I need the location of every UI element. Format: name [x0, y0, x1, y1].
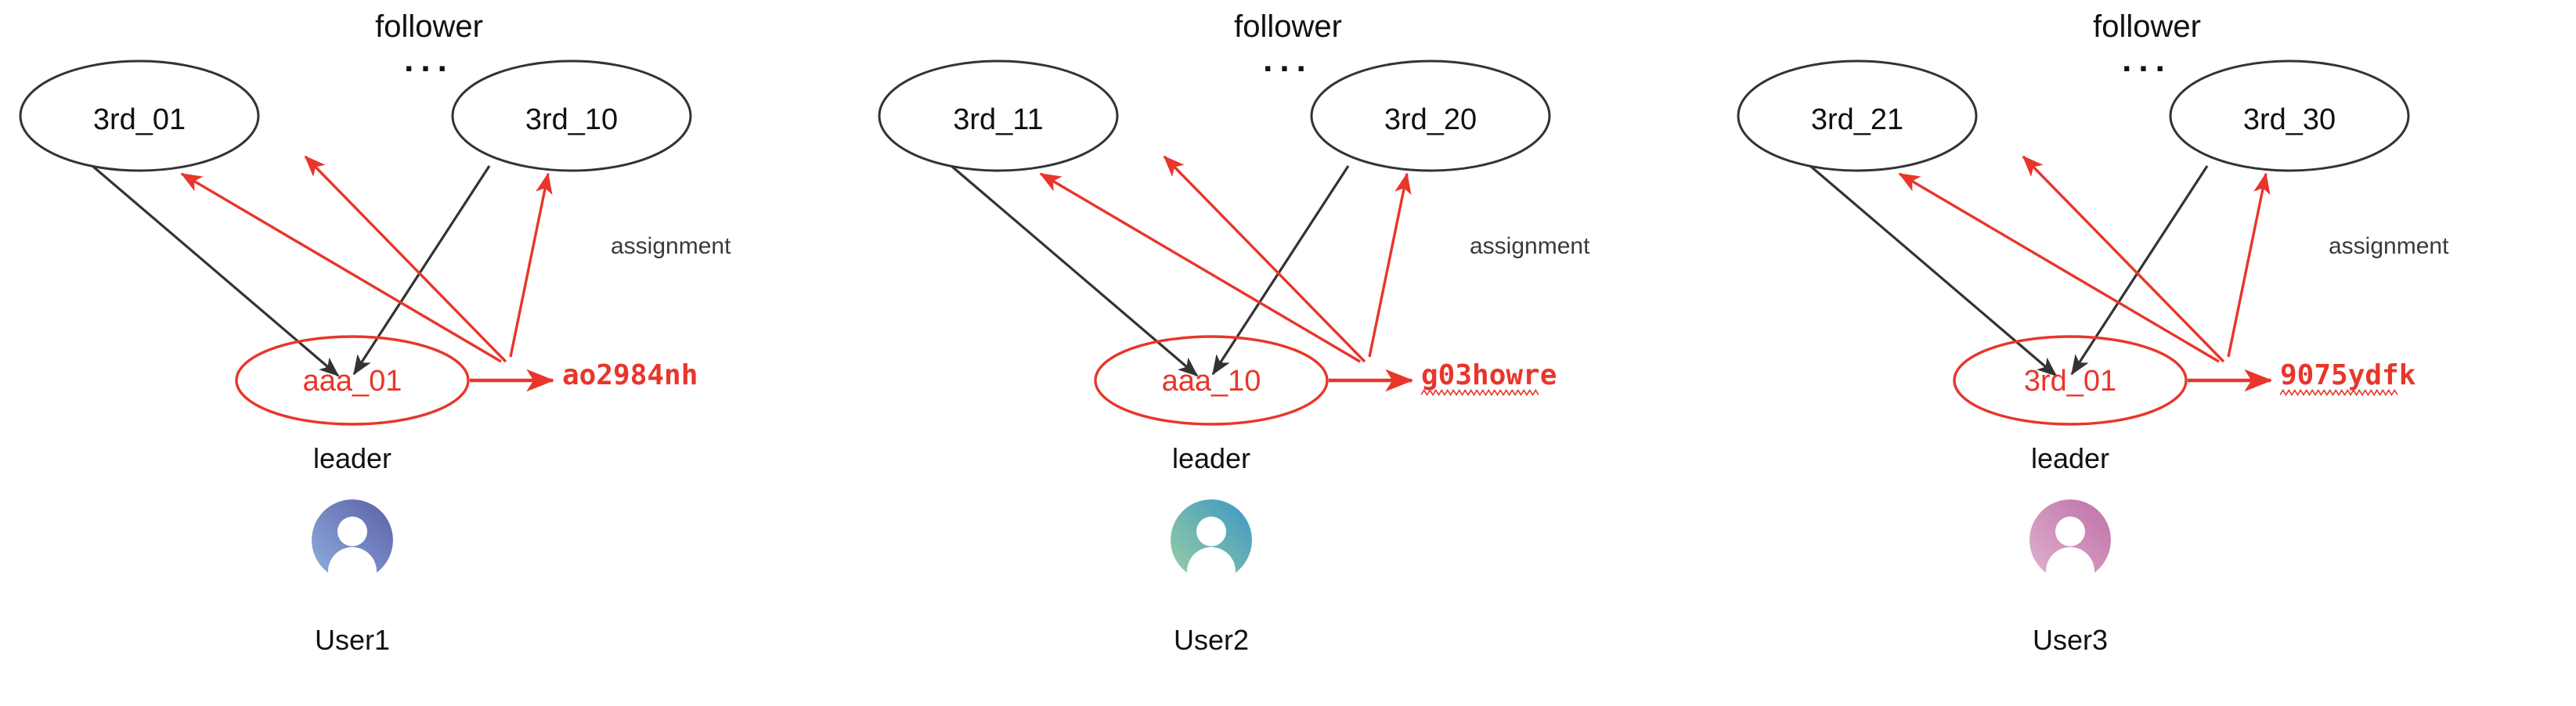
leader-node[interactable] [1094, 335, 1329, 426]
assignment-token: 9075ydfk [2280, 359, 2416, 396]
assignment-edge-label: assignment [1470, 233, 1590, 259]
edge-follower-right-to-leader [1211, 165, 1350, 376]
follower-node-left[interactable] [1737, 59, 1978, 172]
user-name-label: User1 [314, 624, 391, 656]
edge-follower-left-to-leader [91, 164, 340, 377]
edge-assignment-to-follower-right [1368, 172, 1412, 358]
assignment-edge-label: assignment [611, 233, 731, 259]
follower-node-right-label: 3rd_20 [1384, 103, 1477, 136]
edge-follower-right-to-leader [2070, 165, 2209, 376]
follower-group-label: follower [375, 9, 483, 44]
panel-3-edges [1737, 59, 2410, 581]
follower-node-right[interactable] [2169, 59, 2410, 172]
edge-assignment-to-follower-left [180, 172, 502, 363]
assignment-edge-label: assignment [2329, 233, 2449, 259]
edge-assignment-to-ellipsis [1163, 155, 1366, 363]
leader-node-label: 3rd_01 [2023, 365, 2117, 398]
edge-follower-left-to-leader [1809, 164, 2058, 377]
panel-2-edges [878, 59, 1551, 581]
spellcheck-squiggle-icon [1421, 389, 1539, 396]
follower-node-right-label: 3rd_10 [525, 103, 619, 136]
follower-node-left-label: 3rd_01 [92, 103, 186, 136]
leader-node-label: aaa_01 [302, 365, 402, 398]
edge-assignment-to-follower-left [1039, 172, 1361, 363]
edge-assignment-to-ellipsis [2022, 155, 2225, 363]
edge-assignment-to-follower-right [2227, 172, 2271, 358]
follower-group-label: follower [1234, 9, 1342, 44]
follower-node-right-label: 3rd_30 [2242, 103, 2336, 136]
spellcheck-squiggle-icon [2280, 389, 2397, 396]
assignment-token: ao2984nh [562, 362, 698, 394]
user-panel-3: follower ... 3rd_21 3rd_30 3rd_01 leader… [1718, 0, 2576, 706]
user-name-label: User2 [1173, 624, 1250, 656]
user-panel-1: follower ... 3rd_01 3rd_10 aaa_01 leader… [0, 0, 858, 706]
leader-role-label: leader [2030, 442, 2110, 474]
edge-assignment-to-follower-right [509, 172, 553, 358]
leader-node[interactable] [235, 335, 470, 426]
follower-node-left[interactable] [878, 59, 1119, 172]
leader-node[interactable] [1953, 335, 2188, 426]
assignment-token-text: 9075ydfk [2280, 359, 2416, 391]
assignment-token-text: g03howre [1421, 359, 1557, 391]
follower-node-left-label: 3rd_21 [1810, 103, 1904, 136]
follower-node-left[interactable] [19, 59, 260, 172]
ellipsis-label: ... [2122, 41, 2172, 79]
avatar [1171, 499, 1252, 581]
edge-follower-left-to-leader [950, 164, 1199, 377]
leader-role-label: leader [312, 442, 392, 474]
user-panel-2: follower ... 3rd_11 3rd_20 aaa_10 leader… [859, 0, 1717, 706]
ellipsis-label: ... [404, 41, 454, 79]
follower-node-right[interactable] [1310, 59, 1551, 172]
leader-role-label: leader [1171, 442, 1251, 474]
user-name-label: User3 [2032, 624, 2109, 656]
panel-1-edges [19, 59, 692, 581]
assignment-token: g03howre [1421, 359, 1557, 396]
avatar [312, 499, 393, 581]
edge-assignment-to-ellipsis [304, 155, 507, 363]
avatar [2029, 499, 2111, 581]
ellipsis-label: ... [1263, 41, 1313, 79]
follower-node-right[interactable] [451, 59, 692, 172]
edge-follower-right-to-leader [352, 165, 491, 376]
follower-node-left-label: 3rd_11 [953, 103, 1044, 136]
edge-assignment-to-follower-left [1898, 172, 2220, 363]
assignment-token-text: ao2984nh [562, 359, 698, 391]
leader-node-label: aaa_10 [1161, 365, 1261, 398]
follower-group-label: follower [2093, 9, 2201, 44]
